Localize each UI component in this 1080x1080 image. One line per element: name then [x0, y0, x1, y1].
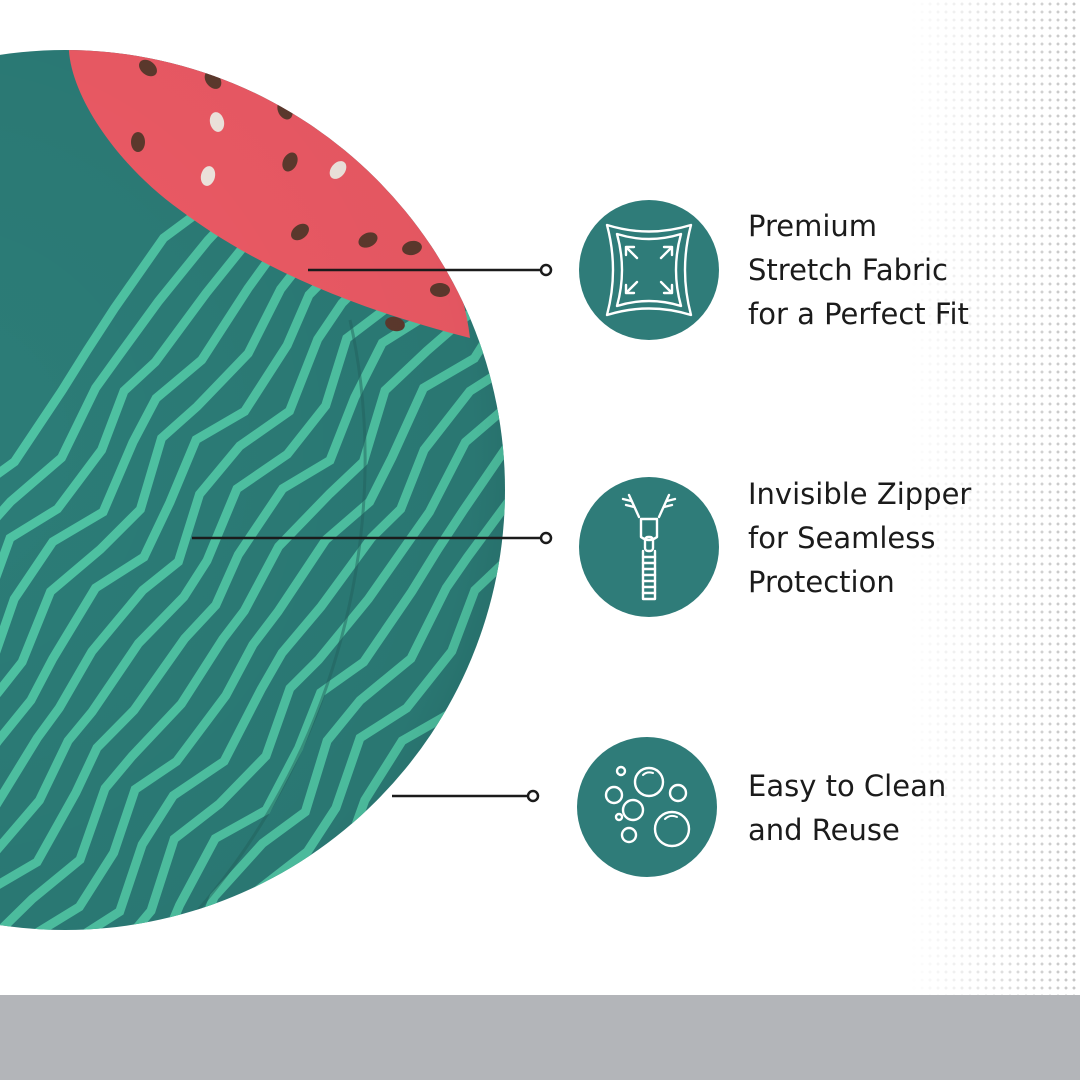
- bubbles-icon: [604, 765, 691, 848]
- watermelon-ball-image: [0, 50, 505, 930]
- feature-zipper-text: Invisible Zipper for Seamless Protection: [748, 472, 1068, 604]
- feature-clean-icon-circle: [577, 737, 717, 877]
- feature-fabric-line-1: Premium: [748, 209, 878, 243]
- zipper-icon: [621, 493, 677, 601]
- feature-fabric-line-3: for a Perfect Fit: [748, 297, 969, 331]
- feature-zipper-line-1: Invisible Zipper: [748, 477, 972, 511]
- feature-fabric-text: Premium Stretch Fabric for a Perfect Fit: [748, 204, 1068, 336]
- callout-dot-zipper: [539, 531, 553, 545]
- feature-fabric-icon-circle: [579, 200, 719, 340]
- feature-zipper-icon-circle: [579, 477, 719, 617]
- feature-zipper-line-3: Protection: [748, 565, 895, 599]
- halftone-dot-pattern: [910, 0, 1080, 1080]
- feature-clean-line-1: Easy to Clean: [748, 769, 947, 803]
- feature-zipper-line-2: for Seamless: [748, 521, 936, 555]
- feature-fabric-line-2: Stretch Fabric: [748, 253, 948, 287]
- feature-clean-line-2: and Reuse: [748, 813, 900, 847]
- floor-surface: [0, 995, 1080, 1080]
- feature-clean-text: Easy to Clean and Reuse: [748, 764, 1068, 852]
- callout-dot-clean: [526, 789, 540, 803]
- stretch-fabric-icon: [605, 223, 693, 317]
- callout-dot-fabric: [539, 263, 553, 277]
